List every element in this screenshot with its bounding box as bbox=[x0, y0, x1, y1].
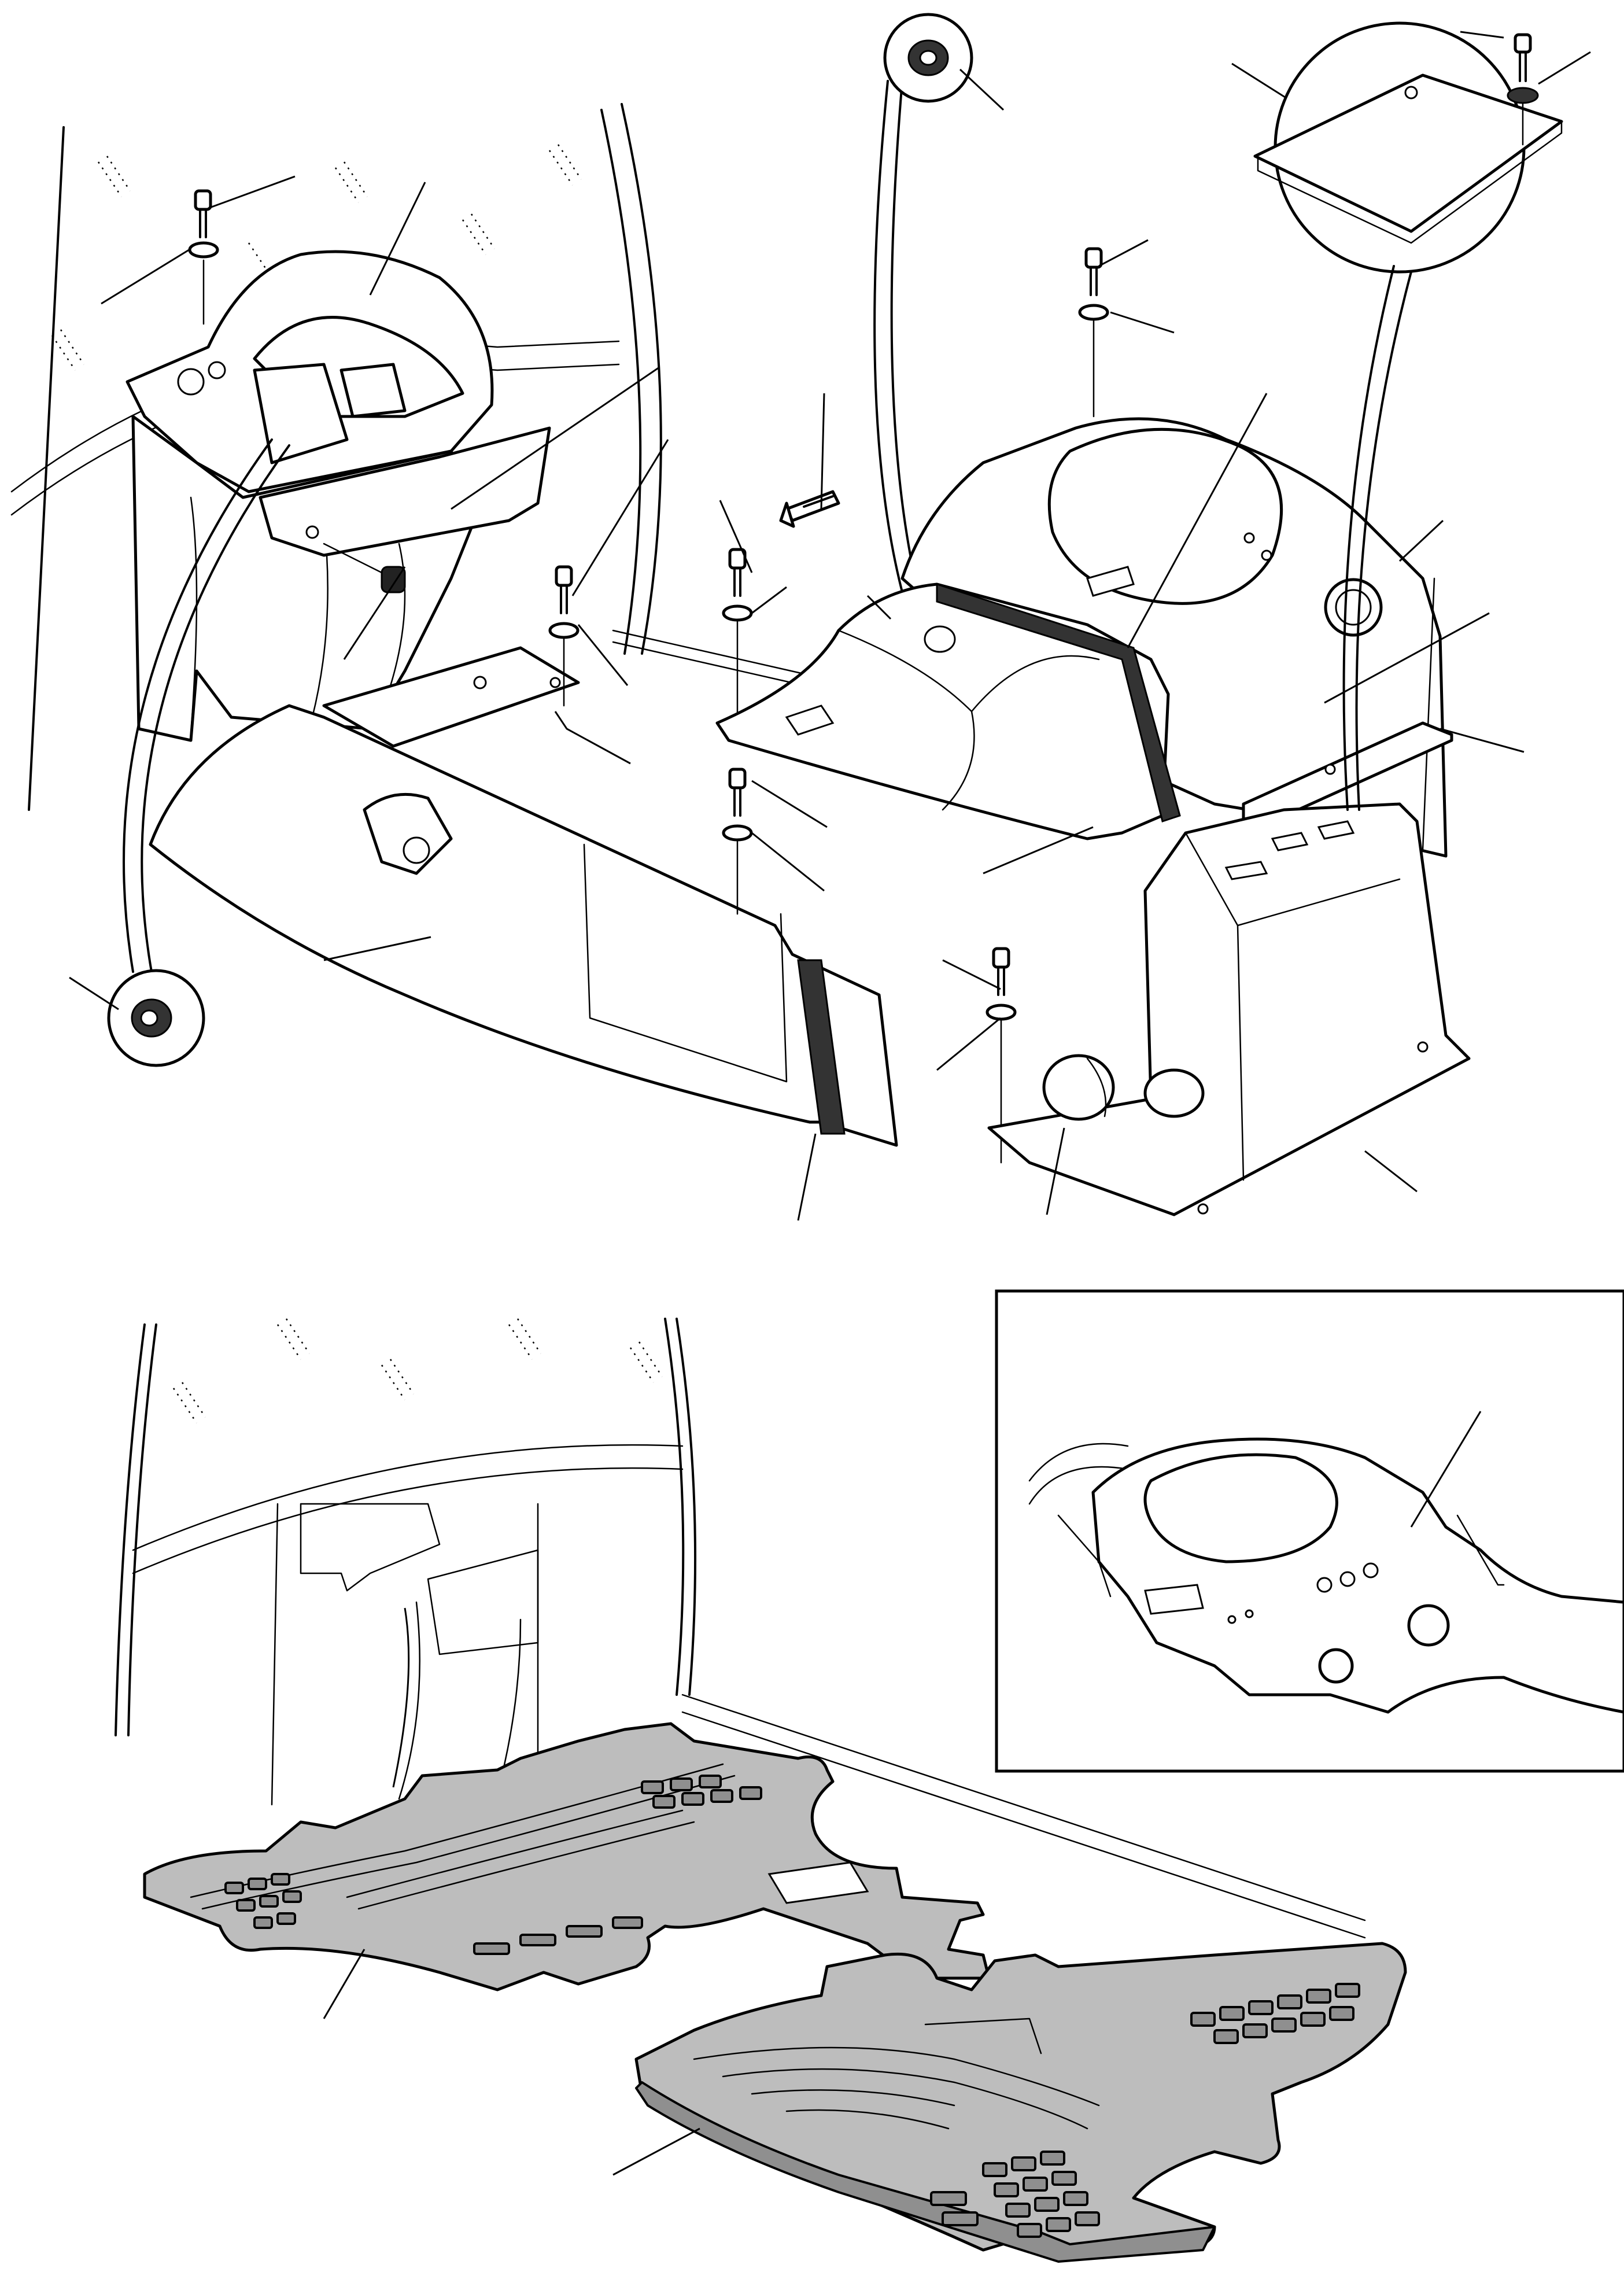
pedestal-housing bbox=[987, 802, 1471, 1216]
screw-and-washer-1 bbox=[188, 189, 219, 325]
screw-and-washer-2 bbox=[548, 565, 580, 707]
trim-plate-left bbox=[259, 426, 551, 557]
screw-and-washer-4 bbox=[722, 768, 753, 915]
leader-lines-top bbox=[69, 31, 1591, 1221]
grommet-detail-left bbox=[107, 438, 290, 1067]
screw-and-washer-6 bbox=[1078, 247, 1109, 418]
screw-and-washer-3 bbox=[722, 548, 753, 718]
dashboard-lower-cowl bbox=[715, 582, 1181, 840]
installed-view-detail-box bbox=[995, 1289, 1624, 1773]
floor-mat-lower bbox=[634, 1942, 1407, 2263]
cab-background-bottom bbox=[115, 1318, 1366, 1939]
countersunk-screw bbox=[779, 490, 840, 528]
floor-mat-upper bbox=[143, 1722, 991, 1991]
bolt-small-left bbox=[323, 543, 406, 593]
leader-lines-bottom bbox=[323, 1607, 700, 2176]
mat-lower-tread-pads bbox=[930, 1983, 1360, 2238]
mounting-bracket-left bbox=[322, 646, 580, 748]
steering-column-cowl-upper bbox=[126, 250, 494, 493]
grommet-detail-top bbox=[873, 13, 973, 649]
cover-plate-detail bbox=[1253, 21, 1563, 811]
mat-upper-tread-pads bbox=[224, 1775, 762, 1955]
side-panel-long bbox=[149, 704, 898, 1147]
